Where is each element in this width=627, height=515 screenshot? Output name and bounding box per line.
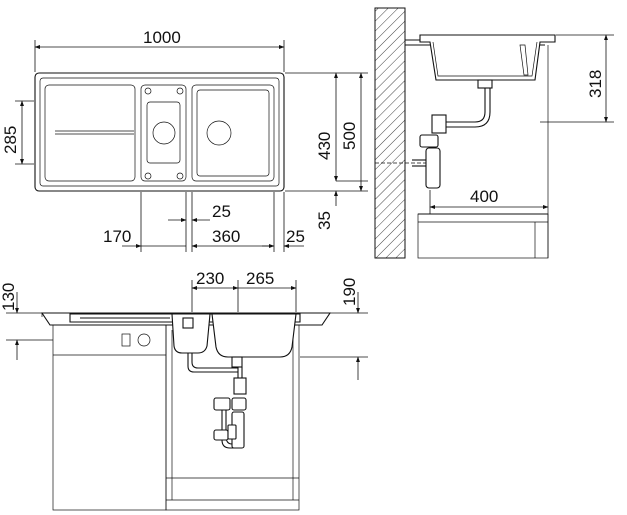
large-bowl bbox=[191, 84, 275, 182]
side-bowl bbox=[419, 34, 556, 81]
dim-1000: 1000 bbox=[143, 28, 181, 47]
dim-285: 285 bbox=[1, 126, 20, 154]
dim-230: 230 bbox=[196, 269, 224, 288]
dim-25-top: 25 bbox=[212, 202, 231, 221]
dim-500: 500 bbox=[340, 122, 359, 150]
drainer-area bbox=[44, 84, 136, 182]
dim-430: 430 bbox=[315, 132, 334, 160]
dim-130: 130 bbox=[0, 283, 18, 311]
dishwasher-cabinet bbox=[52, 324, 167, 511]
dim-360: 360 bbox=[212, 227, 240, 246]
front-small-bowl bbox=[171, 313, 211, 354]
front-large-bowl bbox=[211, 313, 297, 358]
cabinet-side bbox=[417, 213, 549, 259]
small-bowl bbox=[140, 84, 187, 182]
front-view: 230 265 130 190 bbox=[0, 269, 368, 511]
dim-170: 170 bbox=[103, 227, 131, 246]
side-view: 400 318 bbox=[374, 7, 614, 259]
dim-35: 35 bbox=[315, 211, 334, 230]
wall bbox=[374, 7, 406, 259]
plan-view: 1000 285 430 500 35 25 170 360 bbox=[1, 28, 368, 252]
dim-190: 190 bbox=[340, 278, 359, 306]
dim-400: 400 bbox=[470, 187, 498, 206]
sink-outline bbox=[34, 72, 285, 192]
dim-318: 318 bbox=[586, 70, 605, 98]
dim-25-bottom: 25 bbox=[286, 227, 305, 246]
dim-265: 265 bbox=[246, 269, 274, 288]
